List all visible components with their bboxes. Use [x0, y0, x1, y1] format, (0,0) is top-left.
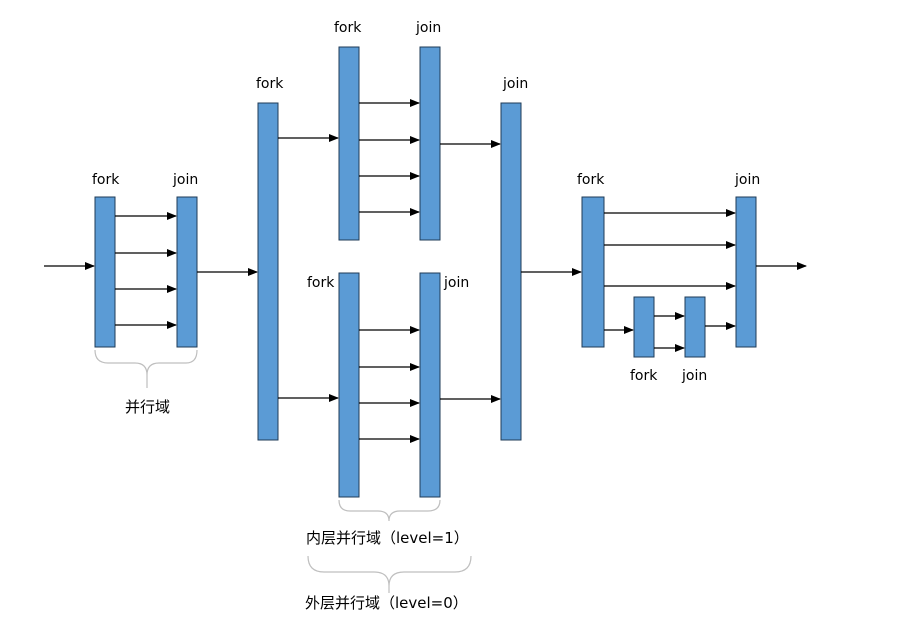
- outer-join-label: join: [502, 76, 528, 92]
- brace-inner-region: [338, 499, 441, 522]
- brace-parallel-region: [94, 349, 198, 388]
- sub-join-label: join: [681, 368, 707, 384]
- inner-bottom-fork-bar: [338, 272, 360, 498]
- inner-top-fork-bar: [338, 46, 360, 241]
- inner-bottom-fork-label: fork: [307, 275, 335, 291]
- inner-region-label: 内层并行域（level=1）: [306, 529, 469, 547]
- inner-top-join-bar: [419, 46, 441, 241]
- fork-bar-3: [581, 196, 605, 348]
- sub-join-bar: [684, 296, 706, 358]
- join-bar-3: [735, 196, 757, 348]
- join-label-1: join: [172, 172, 198, 188]
- sub-fork-bar: [633, 296, 655, 358]
- parallel-region-label: 并行域: [125, 398, 170, 416]
- inner-bottom-join-bar: [419, 272, 441, 498]
- join-bar-1: [176, 196, 198, 348]
- join-label-3: join: [734, 172, 760, 188]
- fork-label-3: fork: [577, 172, 605, 188]
- outer-fork-bar: [257, 102, 279, 441]
- inner-top-join-label: join: [415, 20, 441, 36]
- inner-top-fork-label: fork: [334, 20, 362, 36]
- brace-outer-region: [307, 555, 472, 593]
- outer-region-label: 外层并行域（level=0）: [305, 594, 468, 612]
- inner-bottom-join-label: join: [443, 275, 469, 291]
- outer-fork-label: fork: [256, 76, 284, 92]
- sub-fork-label: fork: [630, 368, 658, 384]
- outer-join-bar: [500, 102, 522, 441]
- fork-bar-1: [94, 196, 116, 348]
- fork-label-1: fork: [92, 172, 120, 188]
